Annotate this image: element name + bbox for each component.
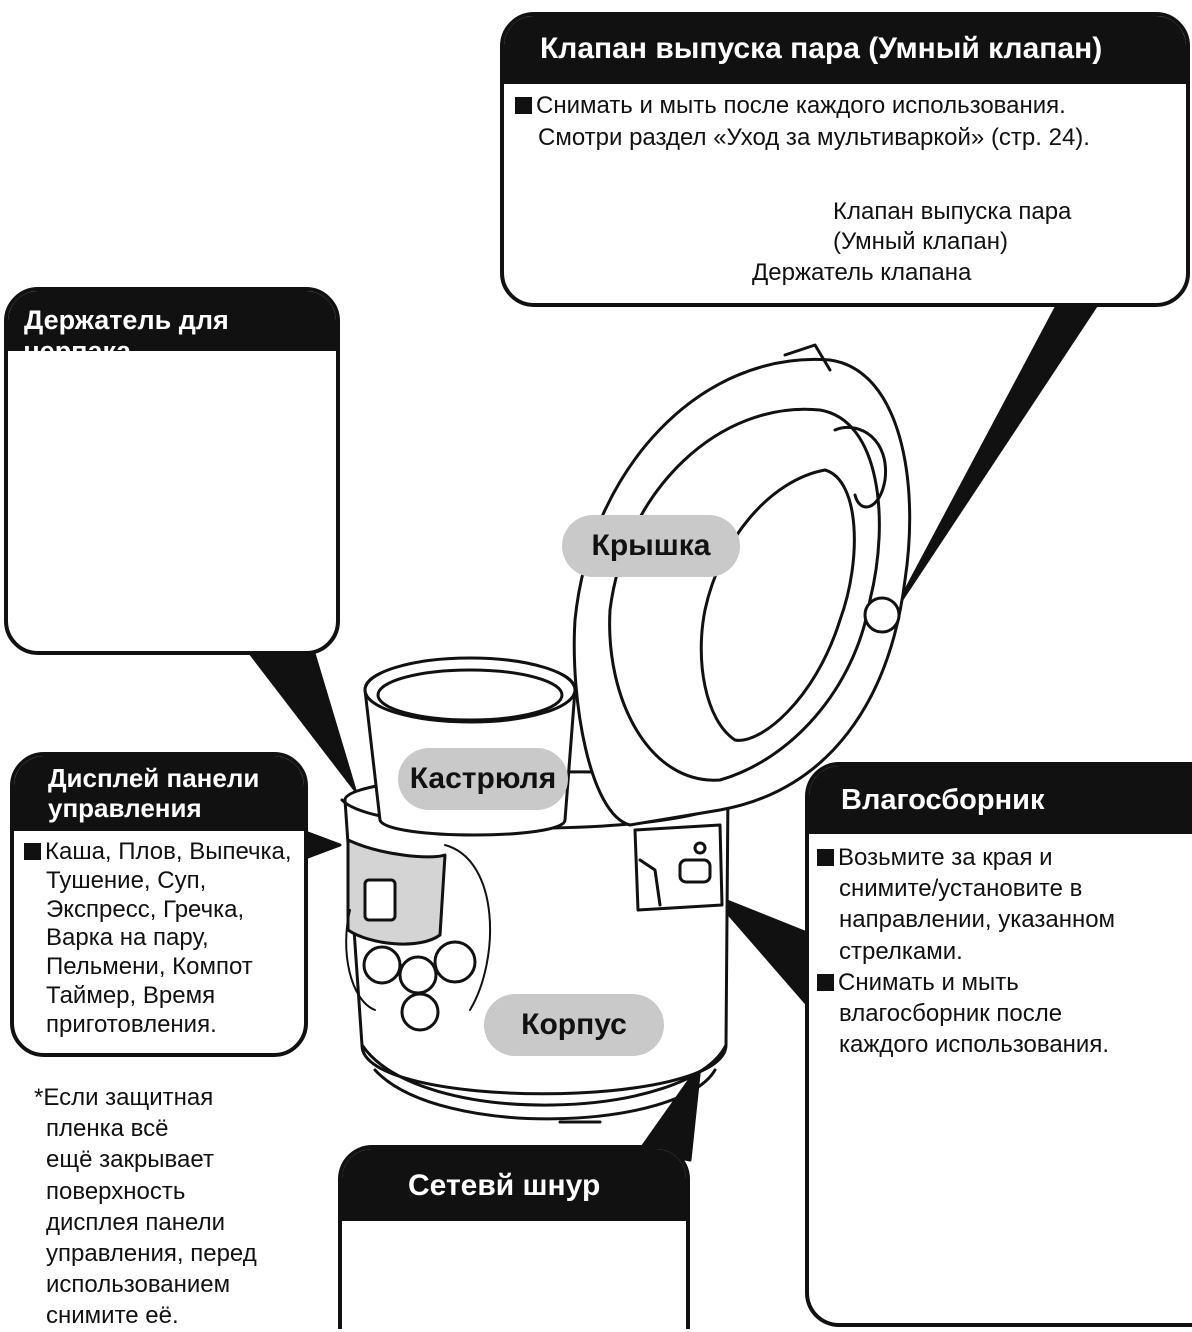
ladle-callout: Держатель для черпака: [4, 287, 340, 655]
collector-callout-title: Влагосборник: [809, 766, 1192, 834]
bullet-square-icon: [515, 97, 532, 114]
bullet-square-icon: [817, 974, 834, 991]
lid-label: Крышка: [562, 515, 740, 577]
valve-bullet: Снимать и мыть после каждого использован…: [515, 92, 1066, 121]
protective-film-note: *Если защитная пленка всё ещё закрывает …: [34, 1082, 257, 1332]
valve-callout-title: Клапан выпуска пара (Умный клапан): [504, 16, 1186, 84]
cord-callout-title: Сетевй шнур: [342, 1149, 686, 1221]
display-title-line2: управления: [48, 794, 304, 824]
body-label: Корпус: [484, 994, 664, 1056]
cord-callout: Сетевй шнур: [338, 1145, 690, 1329]
valve-label: Клапан выпуска пара (Умный клапан): [833, 197, 1071, 257]
valve-bullet-line2: Смотри раздел «Уход за мультиваркой» (ст…: [538, 124, 1090, 153]
display-title-line1: Дисплей панели: [48, 764, 304, 794]
bullet-square-icon: [24, 843, 41, 860]
collector-bullet1: Возьмите за края и снимите/установите в …: [817, 842, 1115, 1060]
display-items: Каша, Плов, Выпечка, Тушение, Суп, Экспр…: [24, 838, 292, 1040]
ladle-callout-title: Держатель для черпака: [8, 291, 336, 351]
pot-label: Кастрюля: [398, 748, 568, 810]
bullet-square-icon: [817, 849, 834, 866]
pointer-valve: [895, 300, 1100, 610]
valve-holder-label: Держатель клапана: [752, 258, 971, 288]
